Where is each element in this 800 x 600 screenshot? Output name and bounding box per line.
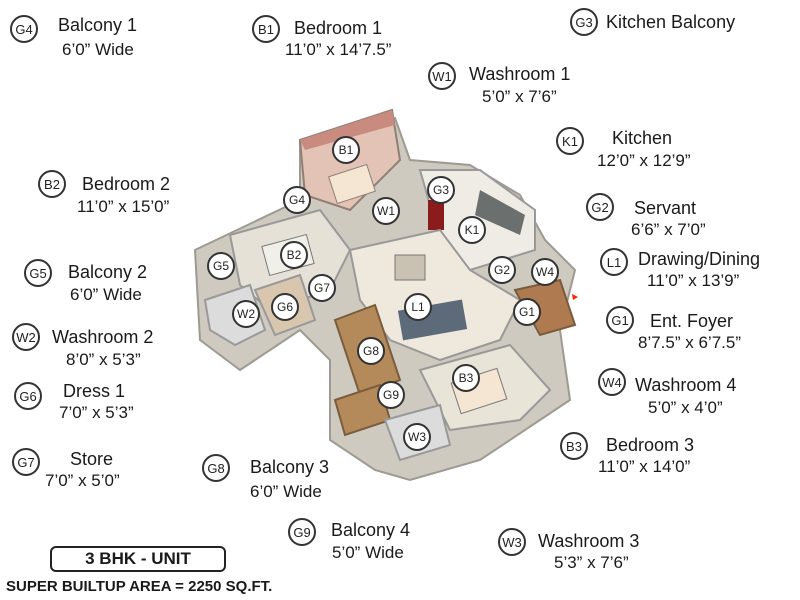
legend-marker-g8: G8 [202, 454, 230, 482]
legend-marker-g3: G3 [570, 8, 598, 36]
legend-name-g8: Balcony 3 [250, 457, 330, 477]
legend-dimension-b1: 11’0” x 14’7.5” [285, 40, 392, 59]
plan-marker-circle-g4 [283, 186, 311, 214]
legend-marker-w2: W2 [12, 323, 40, 351]
plan-marker-g2: G2 [494, 263, 510, 277]
dining-table [394, 254, 426, 281]
plan-marker-circle-b1 [332, 136, 360, 164]
legend-marker-b1: B1 [252, 15, 280, 43]
legend-dimension-g5: 6’0” Wide [70, 285, 142, 304]
plan-marker-circle-g9 [377, 381, 405, 409]
legend-dimension-g1: 8’7.5” x 6’7.5” [638, 333, 741, 352]
legend-dimension-g7: 7’0” x 5’0” [45, 471, 120, 490]
plan-marker-g9: G9 [383, 388, 399, 402]
plan-marker-circle-k1 [458, 216, 486, 244]
legend-marker-g9: G9 [288, 518, 316, 546]
unit-type-label: 3 BHK - UNIT [50, 546, 226, 572]
legend-dimension-w1: 5’0” x 7’6” [482, 87, 557, 106]
legend-dimension-l1: 11’0” x 13’9” [647, 271, 740, 290]
legend-name-w1: Washroom 1 [469, 64, 571, 84]
plan-marker-circle-w2 [232, 300, 260, 328]
legend-name-g6: Dress 1 [63, 381, 126, 401]
plan-marker-circle-l1 [404, 293, 432, 321]
plan-marker-g3: G3 [433, 183, 449, 197]
legend-dimension-w4: 5’0” x 4’0” [648, 398, 723, 417]
entry-arrow-icon [572, 294, 578, 300]
legend-marker-g5: G5 [24, 259, 52, 287]
kitchen-counter [475, 190, 525, 235]
legend-dimension-g9: 5’0” Wide [332, 543, 404, 562]
plan-marker-circle-g8 [357, 337, 385, 365]
plan-marker-circle-g5 [207, 252, 235, 280]
plan-marker-w2: W2 [237, 307, 255, 321]
plan-marker-circle-g2 [488, 256, 516, 284]
plan-marker-circle-b3 [452, 364, 480, 392]
legend-name-b3: Bedroom 3 [606, 435, 695, 455]
plan-marker-circle-g3 [427, 176, 455, 204]
legend-marker-w1: W1 [428, 62, 456, 90]
plan-marker-g5: G5 [213, 259, 229, 273]
bedroom-1-bed [328, 163, 376, 205]
legend-name-g7: Store [70, 449, 114, 469]
legend-marker-g2: G2 [586, 193, 614, 221]
legend-name-w2: Washroom 2 [52, 327, 154, 347]
legend-name-l1: Drawing/Dining [638, 249, 761, 269]
plan-marker-circle-b2 [280, 241, 308, 269]
plan-marker-circle-g6 [271, 293, 299, 321]
legend-marker-g7: G7 [12, 448, 40, 476]
legend-dimension-g2: 6’6” x 7’0” [631, 220, 706, 239]
legend-marker-g4: G4 [10, 15, 38, 43]
legend-dimension-w3: 5’3” x 7’6” [554, 553, 629, 572]
plan-marker-k1: K1 [465, 223, 480, 237]
plan-marker-g4: G4 [289, 193, 305, 207]
bedroom-1-accent-wall [300, 110, 395, 150]
legend-marker-k1: K1 [556, 127, 584, 155]
legend-dimension-b3: 11’0” x 14’0” [598, 457, 691, 476]
legend-marker-g6: G6 [14, 382, 42, 410]
legend-name-g5: Balcony 2 [68, 262, 148, 282]
legend-marker-g1: G1 [606, 306, 634, 334]
plan-marker-w1: W1 [377, 204, 395, 218]
legend-dimension-g6: 7’0” x 5’3” [59, 403, 134, 422]
legend-dimension-b2: 11’0” x 15’0” [77, 197, 170, 216]
kitchen-balcony-door [428, 200, 444, 230]
legend-marker-w4: W4 [598, 368, 626, 396]
plan-marker-l1: L1 [411, 300, 425, 314]
legend-dimension-k1: 12’0” x 12’9” [597, 151, 691, 170]
legend-name-g3: Kitchen Balcony [606, 12, 736, 32]
plan-marker-g6: G6 [277, 300, 293, 314]
super-builtup-area: SUPER BUILTUP AREA = 2250 SQ.FT. [6, 578, 273, 595]
legend-name-g9: Balcony 4 [331, 520, 411, 540]
legend-name-g4: Balcony 1 [58, 15, 138, 35]
plan-marker-b2: B2 [287, 248, 302, 262]
legend-dimension-w2: 8’0” x 5’3” [66, 350, 141, 369]
legend-name-k1: Kitchen [612, 128, 673, 148]
legend-marker-b3: B3 [560, 432, 588, 460]
legend-marker-w3: W3 [498, 528, 526, 556]
plan-marker-w4: W4 [536, 265, 554, 279]
plan-marker-circle-w1 [372, 197, 400, 225]
legend-name-w3: Washroom 3 [538, 531, 640, 551]
plan-marker-b1: B1 [339, 143, 354, 157]
legend-name-w4: Washroom 4 [635, 375, 737, 395]
plan-marker-circle-w3 [403, 423, 431, 451]
legend-marker-l1: L1 [600, 248, 628, 276]
plan-marker-b3: B3 [459, 371, 474, 385]
plan-marker-g7: G7 [314, 281, 330, 295]
plan-marker-w3: W3 [408, 430, 426, 444]
plan-marker-g1: G1 [519, 305, 535, 319]
plan-marker-circle-g1 [513, 298, 541, 326]
legend-name-g2: Servant [634, 198, 697, 218]
legend-name-g1: Ent. Foyer [650, 311, 734, 331]
plan-marker-g8: G8 [363, 344, 379, 358]
plan-marker-circle-g7 [308, 274, 336, 302]
legend-name-b2: Bedroom 2 [82, 174, 171, 194]
plan-marker-circle-w4 [531, 258, 559, 286]
legend-name-b1: Bedroom 1 [294, 18, 383, 38]
legend-marker-b2: B2 [38, 170, 66, 198]
legend-dimension-g4: 6’0” Wide [62, 40, 134, 59]
legend-dimension-g8: 6’0” Wide [250, 482, 322, 501]
